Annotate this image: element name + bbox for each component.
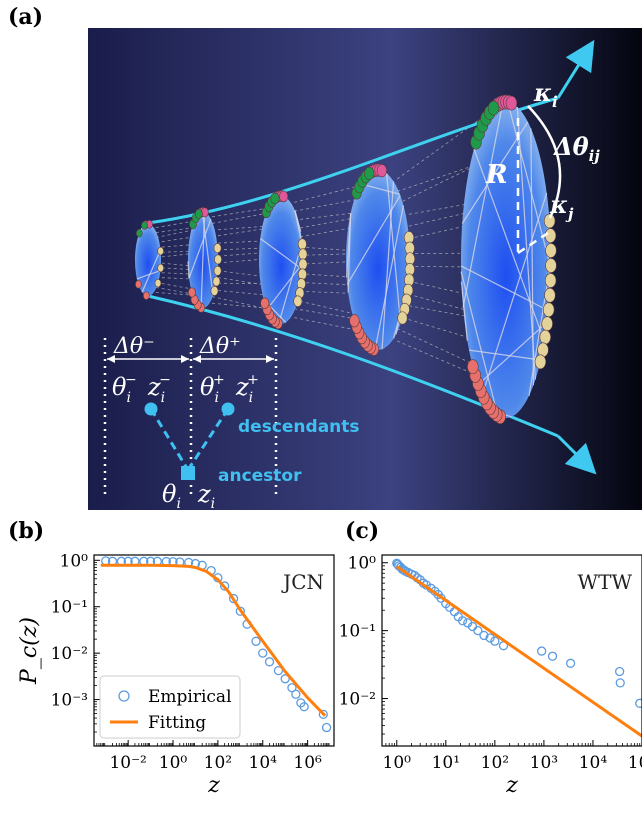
y-tick-label: 10⁻¹ [340,622,376,642]
chart-wtw: 10⁰ 10¹ 10² 10³ 10⁴ 10⁵ 10⁻² 10⁻¹ 10⁰ WTW z [340,540,642,836]
chart-jcn: 10⁻² 10⁰ 10² 10⁴ 10⁶ 10⁻³ 10⁻² 10⁻¹ 10⁰ JCN z P_c(z… [0,540,342,836]
disk-node [261,298,269,309]
ancestor-label: ancestor [218,466,302,486]
x-tick-label: 10⁶ [293,753,322,773]
disk-node [214,266,221,275]
disk-node [143,292,149,300]
descendant-node-left [145,403,158,416]
disk-node [545,273,556,287]
disk-node [467,360,478,374]
empirical-point [616,679,624,687]
disk-node [398,312,408,324]
x-axis-label: z [505,773,518,798]
x-tick-label: 10⁰ [383,753,412,773]
disk-node [136,229,142,237]
disk-node [543,303,554,317]
disk-node [271,193,279,204]
y-tick-label: 10⁻³ [51,691,88,711]
disk-node [299,249,307,260]
disk-node [350,315,360,327]
empirical-point [266,658,274,666]
y-axis-label: P_c(z) [17,617,42,685]
disk-node [299,259,307,270]
disk-node [506,96,517,110]
delta-minus-label: Δθ⁻ [113,334,155,359]
chart-jcn-svg: 10⁻² 10⁰ 10² 10⁴ 10⁶ 10⁻³ 10⁻² 10⁻¹ 10⁰ JCN z P_c(z… [0,540,342,836]
x-axis-label: z [207,773,220,798]
network-diagram: R κi κj Δθij Δθ⁻ Δθ⁺ θi− zi− θi+ zi+ des… [88,28,642,510]
legend-entry: Empirical [148,687,232,707]
disk-node [188,288,195,297]
disk-node [377,164,387,176]
descendant-node-right [222,403,235,416]
legend-entry: Fitting [148,713,206,733]
disk-node [544,288,555,302]
chart-wtw-svg: 10⁰ 10¹ 10² 10³ 10⁴ 10⁵ 10⁻² 10⁻¹ 10⁰ WTW z [340,540,642,836]
empirical-point [252,637,260,645]
empirical-point [292,690,300,698]
disk-node [214,243,221,252]
panel-label-a: (a) [8,4,43,30]
radius-label: R [485,160,508,190]
y-tick-label: 10⁻² [51,644,88,664]
disk-node [488,101,499,115]
disk-node [141,221,147,229]
disk-node [542,317,553,331]
disk-node [158,264,164,272]
x-tick-label: 10² [481,753,509,773]
disk-node [195,209,202,218]
x-tick-label: 10⁻² [109,753,146,773]
x-tick-label: 10³ [530,753,558,773]
ancestor-node [181,466,195,480]
disk-node [213,277,220,286]
disk-node [158,247,164,255]
x-tick-label: 10¹ [432,753,460,773]
disk-node [535,355,546,369]
empirical-point [636,699,642,707]
disk-node [545,229,556,243]
empirical-point [259,649,267,657]
empirical-point [567,659,575,667]
y-tick-label: 10⁰ [348,554,377,574]
disk-node [155,279,161,287]
empirical-point [549,652,557,660]
disk-node [294,296,302,307]
x-tick-label: 10⁵ [628,753,642,773]
dataset-annotation: WTW [578,570,633,594]
disk-node [214,255,221,264]
empirical-point [323,724,331,732]
y-tick-label: 10⁻¹ [51,598,88,618]
empirical-point [616,668,624,676]
disk-node [298,269,306,280]
x-tick-label: 10⁰ [159,753,188,773]
y-tick-label: 10⁻² [340,690,376,710]
network-diagram-svg: R κi κj Δθij Δθ⁻ Δθ⁺ θi− zi− θi+ zi+ des… [88,28,642,510]
empirical-point [538,647,546,655]
disk-node [211,286,218,295]
disk-node [279,191,287,202]
disk-node [135,280,141,288]
dataset-annotation: JCN [281,570,324,594]
delta-plus-label: Δθ⁺ [199,334,241,359]
disk-node [298,239,306,250]
x-tick-label: 10⁴ [249,753,278,773]
x-tick-label: 10² [204,753,232,773]
disk-node [364,167,374,179]
descendants-label: descendants [238,417,360,437]
y-tick-label: 10⁰ [60,551,89,571]
disk-node [540,330,551,344]
x-tick-label: 10⁴ [579,753,608,773]
disk-node [546,259,557,273]
disk-node [546,244,557,258]
